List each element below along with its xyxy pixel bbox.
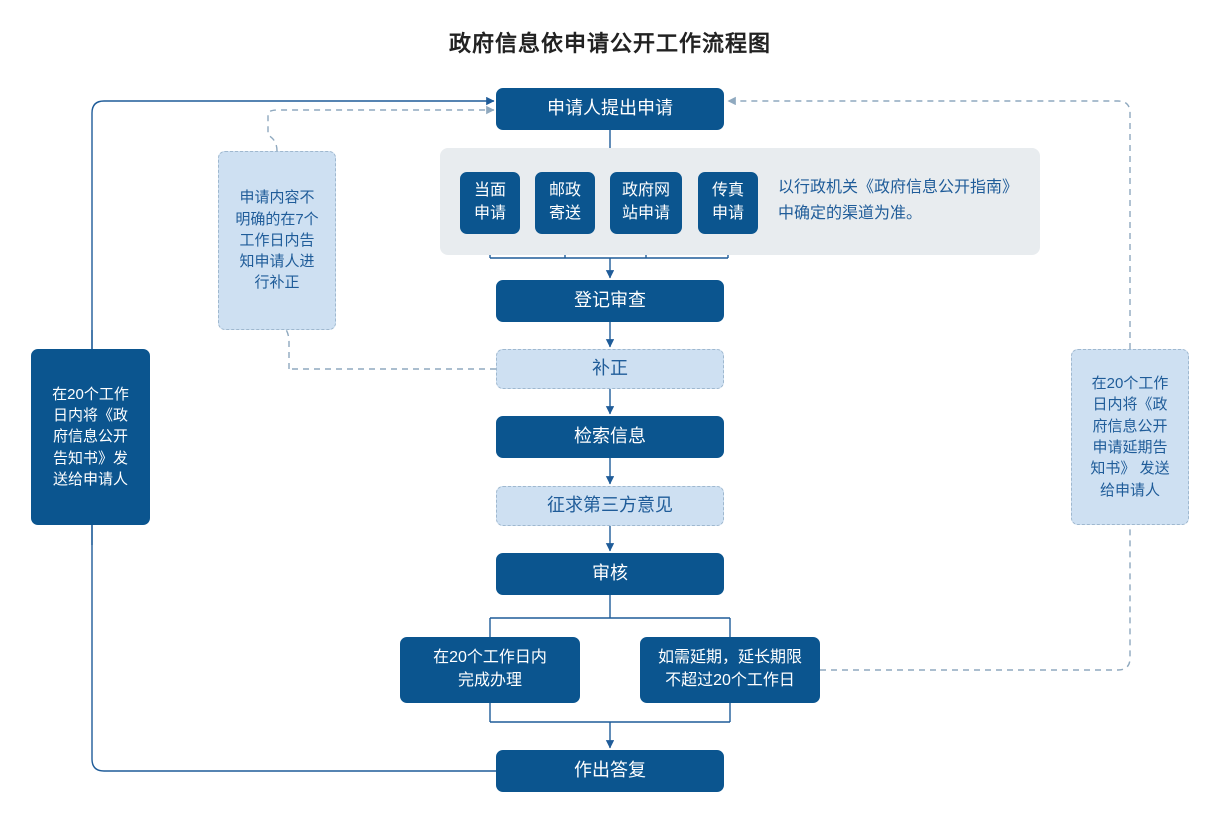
node-supplement[interactable]: 补正: [496, 349, 724, 389]
node-extension-limit[interactable]: 如需延期，延长期限 不超过20个工作日: [640, 637, 820, 703]
node-channel-in-person[interactable]: 当面 申请: [460, 172, 520, 234]
node-make-reply[interactable]: 作出答复: [496, 750, 724, 792]
node-complete-within-20-days[interactable]: 在20个工作日内 完成办理: [400, 637, 580, 703]
node-channel-fax[interactable]: 传真 申请: [698, 172, 758, 234]
node-retrieve-information[interactable]: 检索信息: [496, 416, 724, 458]
note-extension-notice-20-days[interactable]: 在20个工作 日内将《政 府信息公开 申请延期告 知书》 发送 给申请人: [1071, 349, 1189, 525]
page-title: 政府信息依申请公开工作流程图: [448, 31, 771, 56]
node-channel-postal[interactable]: 邮政 寄送: [535, 172, 595, 234]
channels-note-text: 以行政机关《政府信息公开指南》 中确定的渠道为准。: [778, 179, 1019, 222]
note-unclear-content-supplement[interactable]: 申请内容不 明确的在7个 工作日内告 知申请人进 行补正: [218, 151, 336, 330]
node-apply[interactable]: 申请人提出申请: [496, 88, 724, 130]
node-registration-review[interactable]: 登记审查: [496, 280, 724, 322]
note-disclosure-notice-20-days[interactable]: 在20个工作 日内将《政 府信息公开 告知书》发 送给申请人: [31, 349, 150, 525]
node-channel-website[interactable]: 政府网 站申请: [610, 172, 682, 234]
node-third-party-opinion[interactable]: 征求第三方意见: [496, 486, 724, 526]
node-review[interactable]: 审核: [496, 553, 724, 595]
